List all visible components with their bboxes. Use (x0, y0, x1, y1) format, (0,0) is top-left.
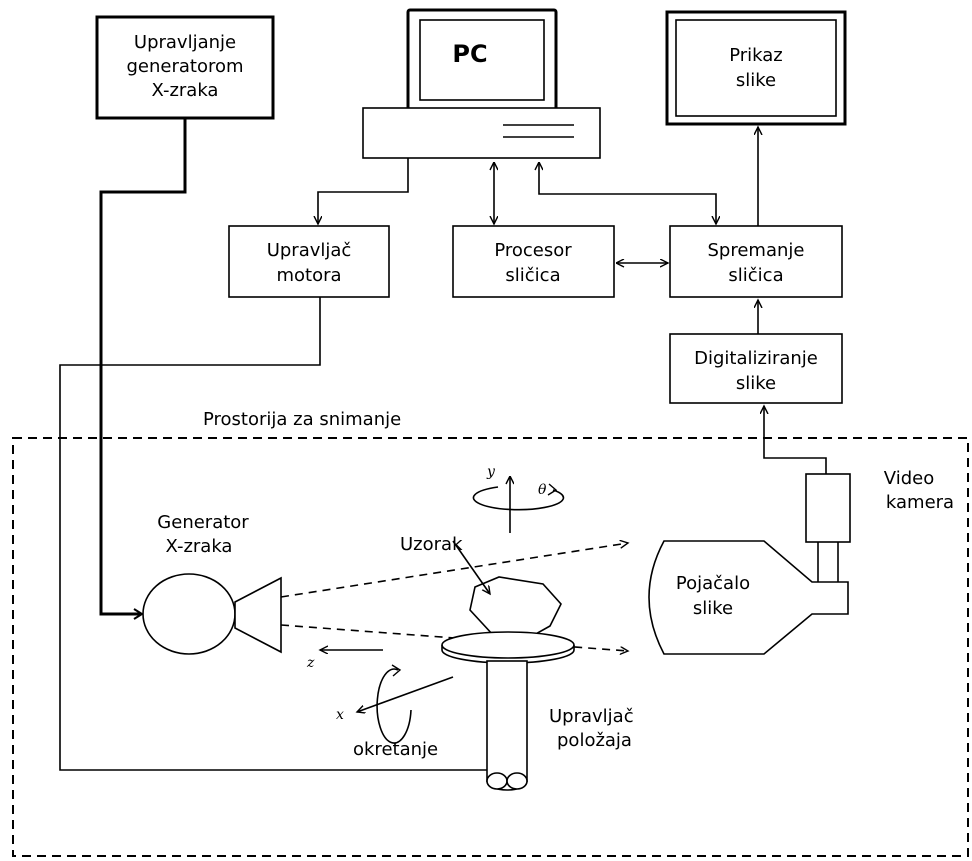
digitization-block: Digitaliziranje slike (669, 333, 843, 404)
frame-processor-line1: Procesor (494, 240, 572, 261)
imaging-room-border (12, 437, 969, 857)
position-controller-line1: Upravljač (549, 706, 634, 727)
xray-control-line2: generatorom (126, 56, 243, 77)
xray-generator-line1: Generator (157, 512, 249, 533)
intensifier-line1: Pojačalo (676, 573, 750, 594)
display-line2: slike (736, 70, 776, 91)
sample-label: Uzorak (400, 534, 463, 555)
intensifier-line2: slike (693, 598, 733, 619)
motor-controller-block: Upravljač motora (228, 225, 390, 298)
y-axis-label: y (486, 464, 496, 480)
camera-line2: kamera (886, 492, 954, 513)
upper-beam (280, 543, 628, 598)
display-line1: Prikaz (729, 45, 783, 66)
camera-line1: Video (884, 468, 934, 489)
video-camera: Video kamera (805, 468, 954, 582)
position-controller-line2: položaja (557, 730, 632, 751)
xray-control-line1: Upravljanje (134, 32, 236, 53)
xray-control-line3: X-zraka (152, 80, 219, 101)
frame-storage-line1: Spremanje (708, 240, 805, 261)
theta-label: θ (538, 482, 547, 498)
motor-controller-line1: Upravljač (267, 240, 352, 261)
motor-controller-line2: motora (276, 265, 341, 286)
room-label: Prostorija za snimanje (203, 409, 401, 430)
upper-connections (59, 118, 827, 771)
image-intensifier: Pojačalo slike (648, 540, 849, 655)
x-axis-label: x (336, 707, 344, 723)
sample-stage: y θ Uzorak z x okretanje (306, 464, 575, 791)
frame-storage-line2: sličica (728, 265, 783, 286)
display-block: Prikaz slike (665, 10, 847, 126)
xray-generator: Generator X-zraka (142, 512, 282, 655)
digitization-line2: slike (736, 373, 776, 394)
xray-control-block: Upravljanje generatorom X-zraka (95, 15, 275, 120)
z-axis-label: z (306, 655, 315, 671)
frame-processor-line2: sličica (505, 265, 560, 286)
rotation-label: okretanje (353, 739, 438, 760)
frame-processor-block: Procesor sličica (452, 225, 615, 298)
pc-label: PC (452, 40, 487, 68)
digitization-line1: Digitaliziranje (694, 348, 818, 369)
pc-computer: PC (362, 8, 601, 159)
sample (469, 576, 562, 641)
frame-storage-block: Spremanje sličica (669, 225, 843, 298)
xray-generator-line2: X-zraka (166, 536, 233, 557)
